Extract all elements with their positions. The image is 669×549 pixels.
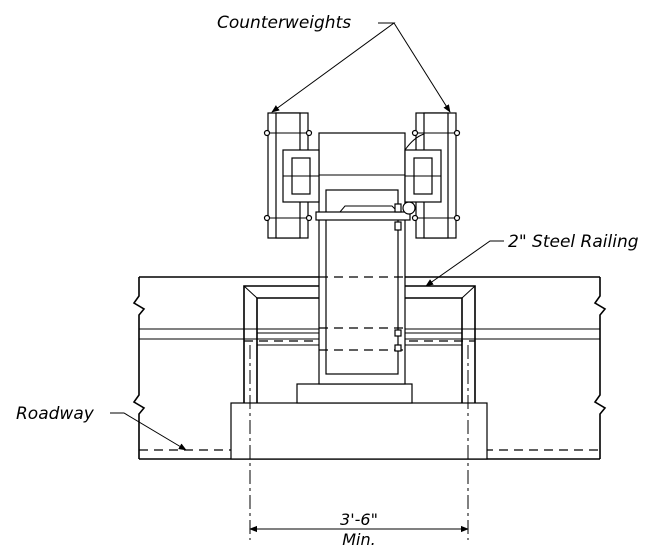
- dimension-value: 3'-6": [340, 510, 378, 529]
- label-steel-railing: 2" Steel Railing: [508, 232, 639, 252]
- dimension-note: Min.: [342, 530, 375, 549]
- leader-lines: [110, 22, 504, 451]
- counterweight-right: [404, 112, 461, 239]
- label-counterweights: Counterweights: [217, 13, 351, 33]
- label-roadway: Roadway: [16, 404, 95, 424]
- foundation: [230, 383, 488, 460]
- dimension-extension-lines: [249, 345, 469, 540]
- gate-mechanism-housing: [315, 132, 416, 385]
- counterweight-left: [263, 112, 320, 239]
